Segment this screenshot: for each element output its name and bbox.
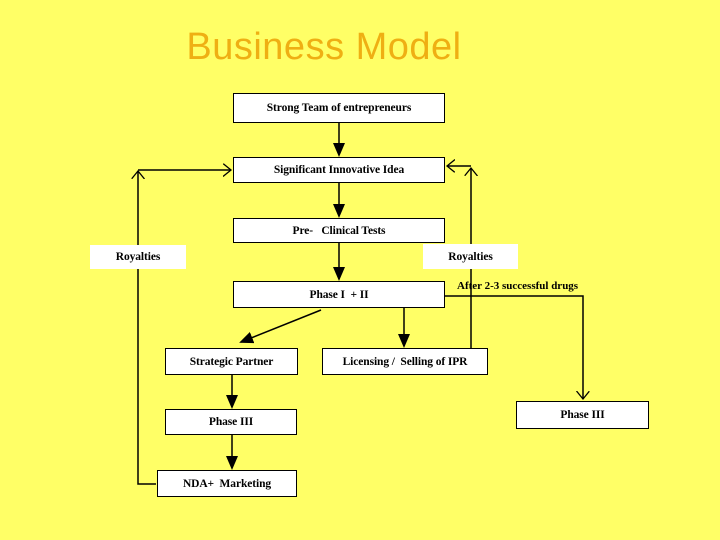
flow-box-phase-3-right: Phase III (516, 401, 649, 429)
flow-box-strong-team: Strong Team of entrepreneurs (233, 93, 445, 123)
flow-label-royalties-left: Royalties (90, 245, 186, 269)
annotation-after-2-3-successful-drugs: After 2-3 successful drugs (457, 280, 579, 292)
arrow-phase12-to-strategic (239, 309, 322, 344)
flow-box-strategic-partner: Strategic Partner (165, 348, 298, 375)
flow-box-preclinical-tests: Pre- Clinical Tests (233, 218, 445, 243)
flow-box-phase-1-2: Phase I + II (233, 281, 445, 308)
flow-box-phase-3-left: Phase III (165, 409, 297, 435)
flow-label-royalties-right: Royalties (423, 244, 518, 269)
flow-box-significant-innovative-idea: Significant Innovative Idea (233, 157, 445, 183)
arrow-phase12-to-phase3right (445, 295, 583, 399)
feedback-line-nda-left-up (138, 171, 156, 485)
flow-box-nda-marketing: NDA+ Marketing (157, 470, 297, 497)
flow-box-licensing-selling-ipr: Licensing / Selling of IPR (322, 348, 488, 375)
slide-title: Business Model (186, 26, 462, 68)
